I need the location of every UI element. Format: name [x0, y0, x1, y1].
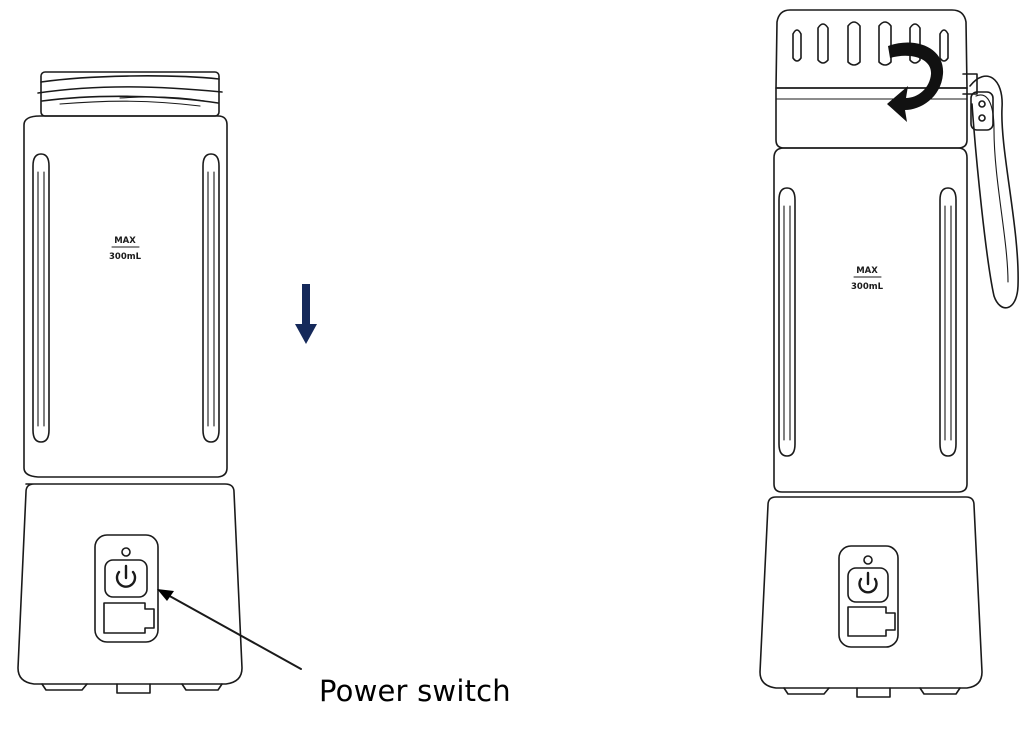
right-cup-body [773, 147, 968, 493]
right-charging-port-icon [847, 606, 896, 637]
left-max-label: MAX [114, 236, 136, 246]
left-cup-body [23, 115, 228, 478]
down-arrow-icon [295, 284, 317, 344]
left-control-panel [94, 534, 159, 643]
right-strap-hinge [962, 73, 978, 95]
left-base-feet [41, 683, 223, 694]
power-switch-leader [157, 589, 302, 670]
left-grip-left [32, 153, 50, 443]
left-grip-right [202, 153, 220, 443]
right-capacity-label: 300mL [851, 282, 884, 292]
right-control-panel [838, 545, 899, 648]
left-cup-thread [37, 71, 223, 117]
left-indicator-led [121, 547, 131, 557]
right-max-label: MAX [856, 266, 878, 276]
left-capacity-label: 300mL [109, 252, 142, 262]
right-lid-grip-slots [792, 21, 949, 66]
left-base [17, 483, 243, 685]
right-lid-collar [775, 87, 968, 149]
left-blender: MAX 300mL [17, 71, 243, 694]
right-indicator-led [863, 555, 873, 565]
twist-arrow-icon [887, 42, 944, 122]
left-power-button-icon[interactable] [104, 559, 148, 598]
right-carry-strap [969, 75, 1019, 309]
left-charging-port-icon [103, 602, 155, 634]
right-base-feet [783, 687, 961, 698]
power-switch-label: Power switch [319, 674, 511, 708]
right-base [759, 496, 983, 689]
right-power-button-icon[interactable] [847, 567, 889, 603]
right-grip-right [939, 187, 957, 457]
right-grip-left [778, 187, 796, 457]
right-blender: MAX 300mL [759, 9, 1019, 698]
